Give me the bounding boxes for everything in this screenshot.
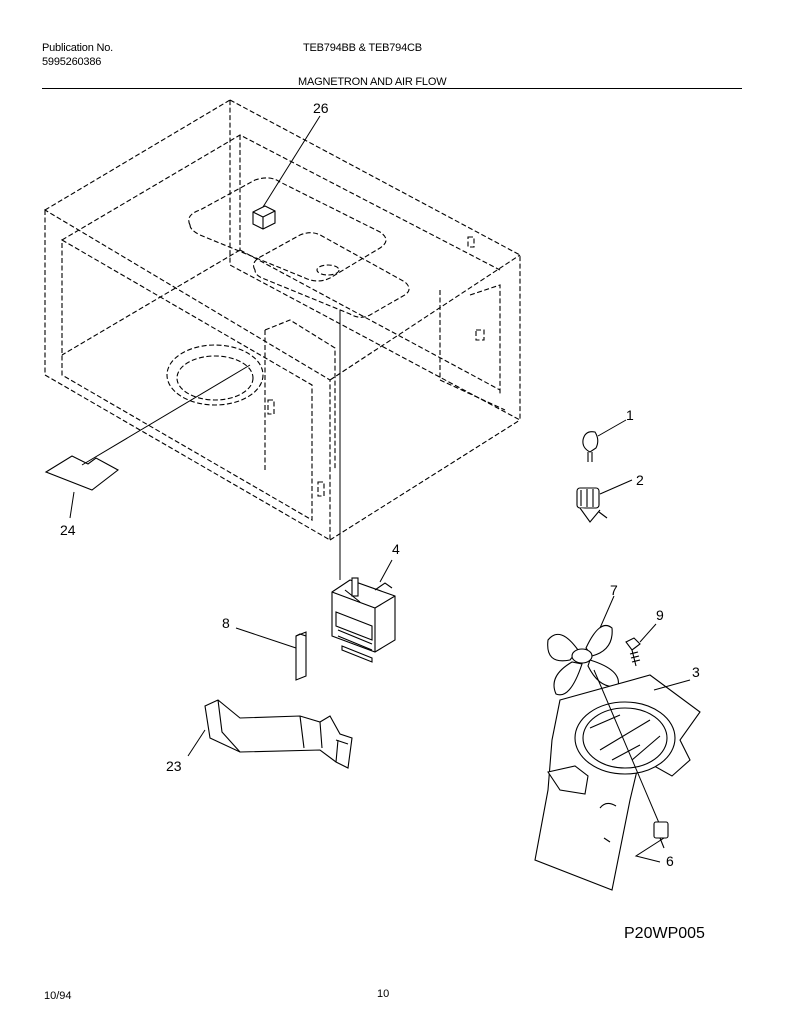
callout-9: 9	[656, 607, 664, 623]
cabinet-back-panel	[229, 99, 521, 421]
part-8-strip	[295, 631, 307, 681]
leader-3	[653, 679, 691, 691]
part-4-magnetron	[331, 577, 396, 663]
callout-3: 3	[692, 664, 700, 680]
leader-2	[599, 479, 633, 495]
part-9-screw	[625, 637, 641, 667]
leader-1	[597, 419, 627, 437]
part-24-gasket	[44, 455, 120, 491]
part-1-lamp	[582, 431, 599, 462]
page-number: 10	[377, 988, 390, 1000]
callout-2: 2	[636, 472, 644, 488]
callout-1: 1	[626, 407, 634, 423]
part-26-switch	[252, 205, 276, 230]
part-2-socket	[576, 487, 608, 523]
header-rule	[42, 88, 742, 89]
callout-24: 24	[60, 522, 76, 538]
callout-8: 8	[222, 615, 230, 631]
cabinet-cavity	[44, 99, 521, 541]
section-title: MAGNETRON AND AIR FLOW	[298, 76, 447, 88]
callout-6: 6	[666, 853, 674, 869]
leader-8	[235, 627, 297, 649]
part-23-duct	[204, 699, 353, 769]
footer-date: 10/94	[44, 990, 72, 1002]
callout-4: 4	[392, 541, 400, 557]
leader-23	[187, 729, 206, 757]
callout-23: 23	[166, 758, 182, 774]
leader-24-top	[81, 364, 251, 466]
part-6-clip	[653, 821, 669, 849]
fan-shaft-line	[593, 669, 663, 831]
leader-26	[262, 115, 321, 208]
publication-number: 5995260386	[42, 56, 102, 68]
callout-7: 7	[610, 582, 618, 598]
model-numbers: TEB794BB & TEB794CB	[303, 42, 422, 54]
part-3-air-duct	[534, 674, 701, 891]
part-7-fan-blade	[547, 624, 619, 696]
leader-6	[634, 837, 665, 863]
callout-26: 26	[313, 100, 329, 116]
cabinet-front-opening	[44, 209, 331, 541]
figure-code: P20WP005	[624, 925, 705, 942]
publication-label: Publication No.	[42, 42, 113, 54]
leader-7	[599, 595, 615, 629]
leader-9	[639, 623, 657, 643]
leader-4	[379, 559, 393, 583]
leader-24	[69, 491, 75, 519]
